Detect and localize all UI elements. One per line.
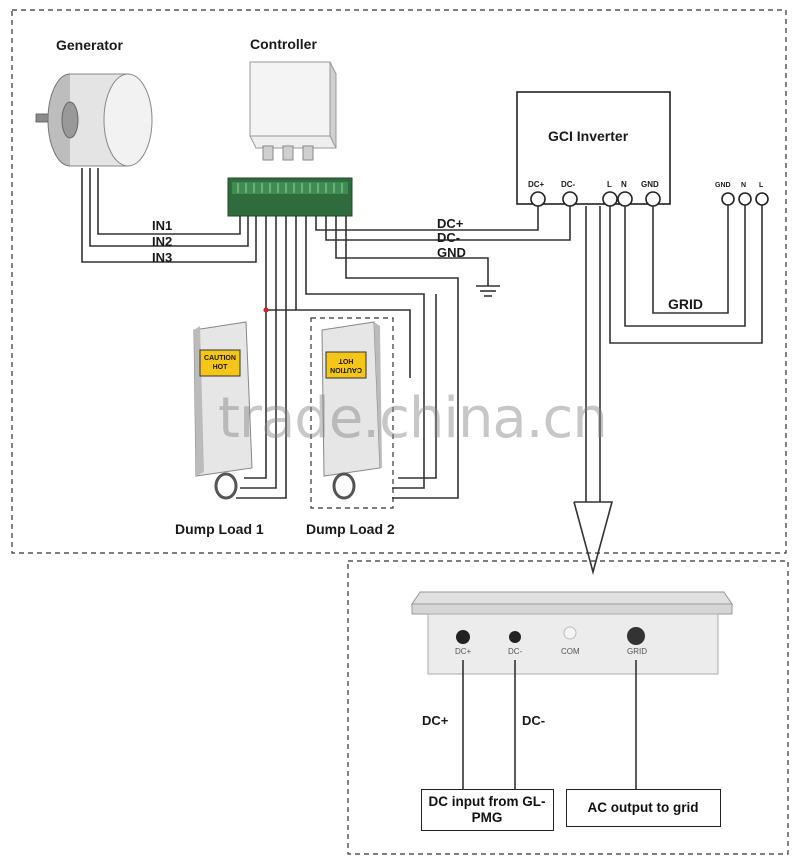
port-dc-plus: DC+: [455, 647, 472, 656]
dc-wires: [315, 206, 571, 286]
ground-symbol: [476, 285, 500, 297]
port-com: COM: [561, 647, 580, 656]
gci-inverter-box: [516, 91, 671, 205]
in2-label: IN2: [152, 234, 173, 249]
system-enclosure: [11, 9, 787, 554]
bottom-dc-plus-label: DC+: [422, 713, 449, 728]
gci-inverter-label: GCI Inverter: [548, 128, 629, 144]
grid-terminal-gnd: GND: [715, 182, 731, 189]
inverter-terminal-dc-plus: DC+: [528, 180, 545, 189]
generator: [35, 73, 153, 167]
inverter-terminal-dc-minus: DC-: [561, 180, 576, 189]
grid-wires: [609, 205, 763, 344]
dc-input-box: DC input from GL-PMG: [421, 789, 554, 831]
controller: [227, 61, 353, 217]
inverter-terminal-n: N: [621, 180, 627, 189]
down-arrow: [573, 206, 614, 576]
gnd-wire-label: GND: [437, 245, 466, 260]
controller-label: Controller: [250, 36, 317, 52]
port-grid: GRID: [627, 647, 647, 656]
inverter-terminal-l: L: [607, 180, 612, 189]
grid-terminals: [721, 192, 769, 206]
inverter-device: [411, 591, 733, 675]
dump-load-2: [321, 321, 382, 500]
dump-load-2-label: Dump Load 2: [306, 521, 395, 537]
generator-label: Generator: [56, 37, 123, 53]
ac-output-box-label: AC output to grid: [587, 800, 699, 815]
port-dc-minus: DC-: [508, 647, 523, 656]
generator-wires: [81, 168, 257, 263]
caution-label-2: CAUTION HOT: [330, 357, 362, 373]
grid-terminal-l: L: [759, 182, 764, 189]
in1-label: IN1: [152, 218, 173, 233]
bottom-wires: [462, 660, 637, 790]
dc-plus-wire-label: DC+: [437, 216, 464, 231]
grid-wire-label: GRID: [668, 296, 703, 312]
dump-load-2-enclosure: [310, 317, 394, 509]
in3-label: IN3: [152, 250, 173, 265]
inverter-terminals: [530, 191, 661, 207]
dump-load-wires: [236, 216, 459, 499]
watermark: trade.china.cn: [218, 386, 608, 451]
dump-load-1-label: Dump Load 1: [175, 521, 264, 537]
dump-load-1: [193, 321, 253, 500]
inverter-terminal-gnd: GND: [641, 180, 659, 189]
bottom-dc-minus-label: DC-: [522, 713, 546, 728]
dc-minus-wire-label: DC-: [437, 230, 461, 245]
ac-output-box: AC output to grid: [566, 789, 721, 827]
junction-dot: [263, 307, 269, 313]
terminal-block: [237, 183, 343, 193]
grid-terminal-n: N: [741, 182, 747, 189]
dc-input-box-label: DC input from GL-PMG: [428, 794, 546, 825]
caution-label-1: CAUTION HOT: [204, 355, 236, 371]
inverter-enclosure: [347, 560, 789, 855]
